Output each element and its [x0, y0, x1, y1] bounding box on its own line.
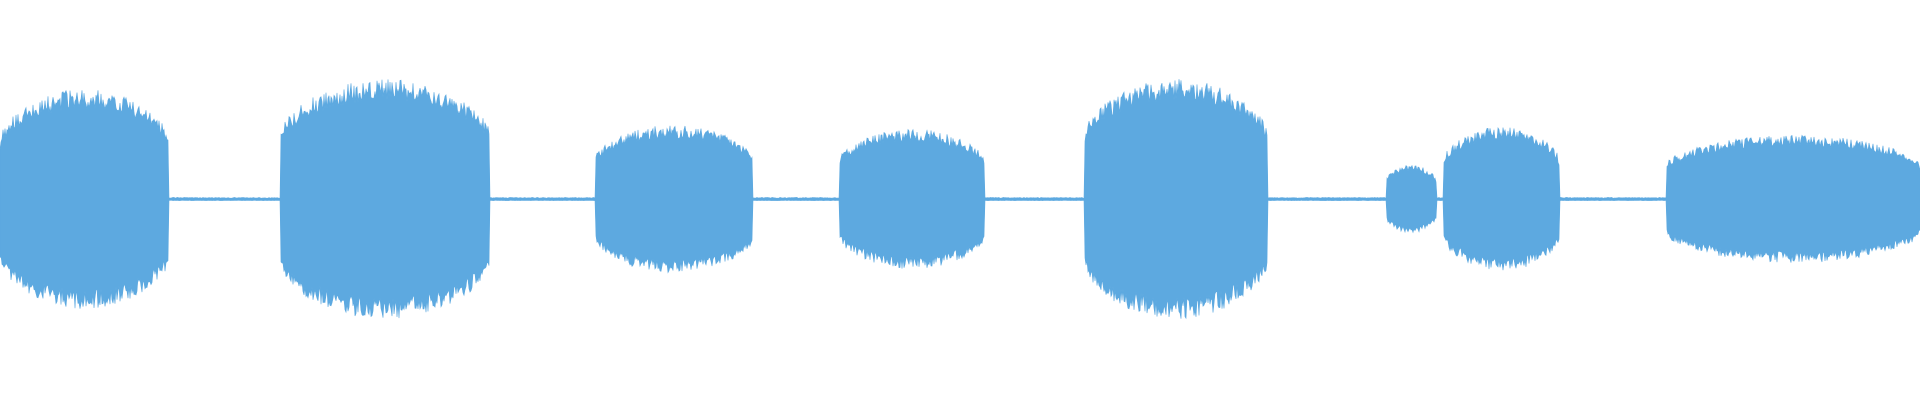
- waveform-shape: [0, 79, 1920, 320]
